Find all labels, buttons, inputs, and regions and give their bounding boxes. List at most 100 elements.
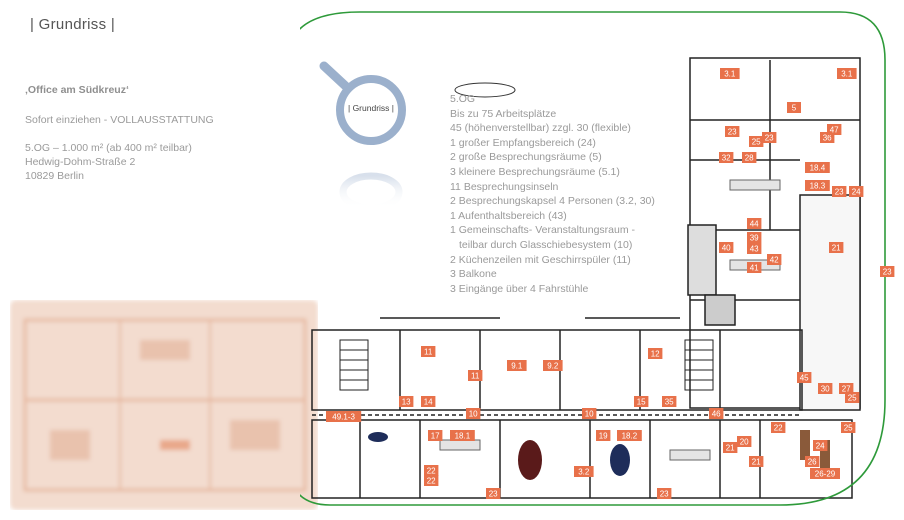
room-label: 41 (747, 262, 762, 273)
stairwells (339, 339, 714, 391)
room-label: 18.2 (617, 430, 642, 441)
room-label-text: 23 (835, 188, 844, 197)
property-area: 5.OG – 1.000 m² (ab 400 m² teilbar) (25, 142, 192, 154)
room-label-box (845, 392, 860, 403)
room-label-box (747, 232, 762, 243)
room-label: 23 (880, 266, 895, 277)
room-label-box (747, 262, 762, 273)
room-label: 22 (424, 475, 439, 486)
feature-line: 45 (höhenverstellbar) zzgl. 30 (flexible… (450, 122, 631, 135)
room-label: 25 (841, 422, 856, 433)
room-label-text: 36 (823, 134, 832, 143)
room-label-box (839, 383, 854, 394)
room-label-text: 45 (800, 374, 809, 383)
room-label: 23 (486, 488, 501, 499)
room-label-text: 11 (424, 348, 433, 357)
room-label-box (742, 152, 757, 163)
room-label-text: 3.1 (841, 70, 853, 79)
feature-line: 11 Besprechungsinseln (450, 180, 559, 193)
room-label-box (719, 152, 734, 163)
room-label-text: 44 (750, 220, 759, 229)
magnifier-label: | Grundriss | (348, 103, 394, 113)
room-label: 19 (596, 430, 611, 441)
room-label-text: 24 (816, 442, 825, 451)
room-label-text: 3.1 (724, 70, 736, 79)
room-label: 13 (399, 396, 414, 407)
room-label-text: 22 (427, 477, 436, 486)
room-label: 36 (820, 132, 835, 143)
room-label-text: 18.4 (810, 164, 826, 173)
room-label-box (849, 186, 864, 197)
room-label-text: 25 (844, 424, 853, 433)
room-label-text: 28 (745, 154, 754, 163)
room-label: 27 (839, 383, 854, 394)
feature-line: Bis zu 75 Arbeitsplätze (450, 107, 557, 120)
room-label-text: 5 (792, 104, 797, 113)
room-label-text: 10 (469, 410, 478, 419)
room-label: 42 (767, 254, 782, 265)
room-label-box (720, 68, 740, 79)
room-label: 18.4 (805, 162, 830, 173)
room-label-box (837, 68, 857, 79)
room-label-text: 35 (665, 398, 674, 407)
room-label-box (749, 136, 764, 147)
room-label-box (507, 360, 527, 371)
room-label-box (787, 102, 801, 113)
property-city: 10829 Berlin (25, 170, 84, 182)
property-tagline: Sofort einziehen - VOLLAUSSTATTUNG (25, 114, 214, 126)
feature-floor: 5.OG (450, 93, 476, 105)
room-label: 32 (719, 152, 734, 163)
room-label: 11 (421, 346, 436, 357)
room-label: 17 (428, 430, 443, 441)
room-label-box (747, 243, 762, 254)
room-label: 24 (849, 186, 864, 197)
room-label: 23 (725, 126, 740, 137)
room-label-box (810, 468, 840, 479)
room-label: 3.1 (837, 68, 857, 79)
right-wing (687, 57, 861, 411)
room-label-box (399, 396, 414, 407)
room-label-box (832, 186, 847, 197)
room-label: 23 (762, 132, 777, 143)
page-title: | Grundriss | (30, 16, 116, 33)
room-label-text: 18.3 (810, 182, 826, 191)
room-label-box (424, 475, 439, 486)
room-label-box (468, 370, 483, 381)
room-label-text: 21 (726, 444, 735, 453)
room-label: 21 (749, 456, 764, 467)
room-label: 24 (813, 440, 828, 451)
room-label-text: 39 (750, 234, 759, 243)
room-label-box (719, 242, 734, 253)
room-label: 18.3 (805, 180, 830, 191)
room-label-text: 23 (728, 128, 737, 137)
room-label: 30 (818, 383, 833, 394)
magnifier-icon (319, 61, 406, 212)
room-label-text: 47 (830, 126, 839, 135)
room-label-box (725, 126, 740, 137)
room-label-box (767, 254, 782, 265)
room-label-text: 40 (722, 244, 731, 253)
room-label: 12 (648, 348, 663, 359)
feature-line: 1 Aufenthaltsbereich (43) (450, 209, 567, 222)
feature-line: 1 Gemeinschafts- Veranstaltungsraum - (450, 224, 636, 237)
room-label-text: 21 (752, 458, 761, 467)
room-label: 9.2 (543, 360, 563, 371)
room-label-box (428, 430, 443, 441)
room-label-box (829, 242, 844, 253)
feature-list: 5.OG Bis zu 75 Arbeitsplätze 45 (höhenve… (450, 92, 655, 296)
furniture (368, 82, 830, 480)
room-label: 47 (827, 124, 842, 135)
room-label-text: 22 (774, 424, 783, 433)
room-label-box (543, 360, 563, 371)
room-label-box (634, 396, 649, 407)
room-label-text: 30 (821, 385, 830, 394)
room-label: 23 (832, 186, 847, 197)
room-label-box (805, 456, 820, 467)
room-label-text: 42 (770, 256, 779, 265)
property-street: Hedwig-Dohm-Straße 2 (25, 156, 136, 168)
room-label-text: 46 (712, 410, 721, 419)
room-label-text: 15 (637, 398, 646, 407)
room-label-text: 43 (750, 245, 759, 254)
room-label: 15 (634, 396, 649, 407)
